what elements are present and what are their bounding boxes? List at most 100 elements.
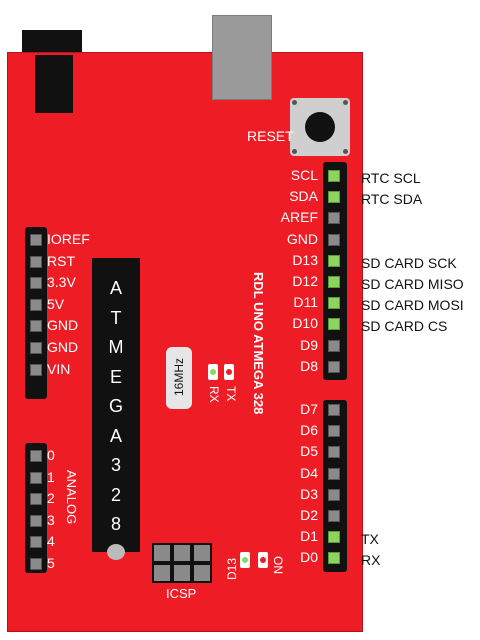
icsp-pin [194, 545, 210, 561]
chip-letter: A [109, 278, 122, 298]
power-pin-5 [30, 342, 42, 354]
label-sd-miso: SD CARD MISO [361, 276, 464, 292]
chip-letter: 8 [110, 514, 121, 534]
board-name: RDL UNO ATMEGA 328 [251, 272, 266, 415]
chip-letter: E [109, 366, 122, 387]
pin-d3 [328, 488, 340, 501]
power-pin-label-2: 3.3V [47, 274, 76, 291]
chip-letter: 2 [110, 484, 121, 505]
icsp-pin [174, 565, 190, 581]
d13-led [240, 552, 250, 568]
icsp-pin [154, 565, 170, 581]
pin-label-gnd: GND [286, 230, 318, 247]
crystal-label: 16MHz [172, 358, 186, 397]
label-rx: RX [361, 552, 381, 568]
label-sd-mosi: SD CARD MOSI [361, 297, 464, 313]
analog-header [25, 443, 47, 573]
power-jack-body [35, 55, 73, 113]
analog-label: ANALOG [64, 470, 79, 525]
analog-pin-label-4: 4 [47, 533, 55, 550]
analog-pin-0 [30, 450, 42, 462]
power-pin-4 [30, 320, 42, 333]
pin-label-d12: D12 [292, 273, 318, 289]
analog-pin-1 [30, 471, 42, 484]
pin-label-d9: D9 [300, 336, 318, 353]
pin-label-scl: SCL [290, 167, 318, 183]
pin-label-d10: D10 [292, 315, 318, 332]
pin-d11 [328, 297, 340, 310]
chip-letter: T [110, 307, 122, 328]
pin-d12 [328, 276, 340, 288]
pin-label-d6: D6 [300, 422, 318, 439]
label-sd-cs: SD CARD CS [361, 318, 448, 334]
pin-d1 [328, 531, 340, 544]
pin-label-d2: D2 [300, 507, 318, 523]
d13-led-label: D13 [225, 557, 239, 580]
analog-pin-label-0: 0 [47, 447, 55, 463]
analog-pin-label-5: 5 [47, 555, 55, 571]
power-pin-0 [30, 234, 42, 246]
power-pin-label-1: RST [47, 252, 75, 269]
pin-d8 [328, 360, 340, 373]
analog-pin-3 [30, 514, 42, 527]
power-pin-label-6: VIN [47, 360, 71, 377]
pin-d4 [328, 467, 340, 480]
pin-label-sda: SDA [289, 188, 318, 205]
crystal-16mhz: 16MHz [166, 347, 192, 409]
pin-label-aref: AREF [280, 209, 318, 226]
reset-button[interactable] [290, 98, 350, 156]
power-pin-6 [30, 363, 42, 376]
pin-d2 [328, 510, 340, 522]
pin-label-d3: D3 [300, 485, 318, 502]
pin-d9 [328, 339, 340, 352]
icsp-pin [154, 545, 170, 561]
icsp-header [152, 543, 212, 583]
chip-letter: A [109, 425, 122, 446]
label-rtc-scl: RTC SCL [361, 170, 421, 186]
analog-pin-2 [30, 493, 42, 506]
pin-scl [328, 170, 340, 182]
icsp-pin [194, 565, 210, 581]
label-tx: TX [361, 531, 379, 547]
analog-pin-label-3: 3 [47, 511, 55, 528]
analog-pin-label-1: 1 [47, 468, 55, 485]
pin-aref [328, 212, 340, 225]
analog-pin-4 [30, 536, 42, 549]
reset-label: RESET [247, 128, 294, 144]
power-pin-label-0: IOREF [47, 231, 90, 247]
pin-d0 [328, 552, 340, 565]
pin-sda [328, 191, 340, 204]
pin-label-d13: D13 [292, 251, 318, 268]
rx-led-label: RX [207, 386, 221, 403]
icsp-label: ICSP [166, 586, 197, 601]
power-pin-label-3: 5V [47, 295, 65, 312]
tx-led [224, 364, 234, 380]
pin-gnd [328, 233, 340, 246]
icsp-pin [174, 545, 190, 561]
pin-label-d4: D4 [300, 464, 318, 481]
chip-letter: 3 [110, 455, 121, 475]
analog-pin-label-2: 2 [47, 490, 55, 507]
power-pin-1 [30, 255, 42, 268]
usb-connector [212, 15, 272, 100]
power-pin-2 [30, 277, 42, 290]
pin-d10 [328, 318, 340, 331]
pin-label-d5: D5 [300, 443, 318, 460]
pin-label-d7: D7 [300, 401, 318, 417]
rx-led [208, 364, 218, 380]
on-led [258, 552, 268, 568]
on-led-label: ON [271, 556, 285, 574]
power-pin-3 [30, 298, 42, 311]
pin-label-d1: D1 [300, 528, 318, 545]
label-rtc-sda: RTC SDA [361, 191, 423, 207]
chip-letter: M [108, 337, 124, 357]
tx-led-label: TX [224, 386, 238, 402]
analog-pin-5 [30, 558, 42, 570]
chip-letter: G [108, 396, 123, 416]
pin-d5 [328, 446, 340, 459]
pin-label-d8: D8 [300, 357, 318, 374]
power-header [25, 227, 47, 399]
pin-label-d11: D11 [293, 294, 318, 311]
pin-d6 [328, 425, 340, 438]
